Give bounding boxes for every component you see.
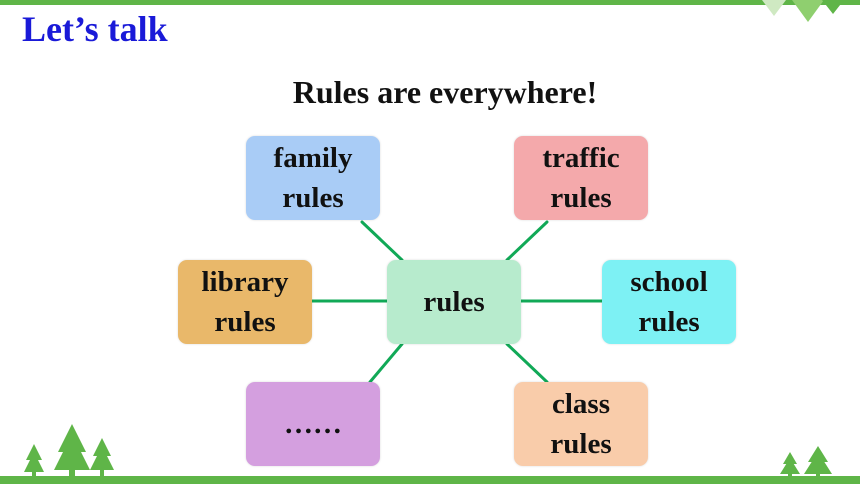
node-library-rules: library rules <box>178 260 312 344</box>
node-class-rules: class rules <box>514 382 648 466</box>
section-title: Let’s talk <box>22 9 168 49</box>
node-traffic-rules: traffic rules <box>514 136 648 220</box>
top-border <box>0 0 860 5</box>
node-family-line2: rules <box>282 182 344 214</box>
node-school-line2: rules <box>638 306 700 338</box>
node-center-label: rules <box>423 286 485 318</box>
node-library-line2: rules <box>214 306 276 338</box>
node-library-line1: library <box>201 266 289 298</box>
node-school-rules: school rules <box>602 260 736 344</box>
node-traffic-line2: rules <box>550 182 612 214</box>
node-class-line2: rules <box>550 428 612 460</box>
node-traffic-line1: traffic <box>542 142 620 174</box>
triangle-decoration <box>762 0 844 22</box>
connector-class <box>505 342 549 384</box>
trees-right-decoration <box>780 446 832 478</box>
node-class-line1: class <box>552 388 610 420</box>
node-family-line1: family <box>273 142 353 174</box>
connector-traffic <box>505 220 549 262</box>
connector-etc <box>368 342 404 384</box>
bottom-border <box>0 476 860 484</box>
node-family-rules: family rules <box>246 136 380 220</box>
node-etc: …… <box>246 382 380 466</box>
connector-family <box>360 220 404 262</box>
trees-left-decoration <box>24 424 114 478</box>
node-school-line1: school <box>630 266 708 298</box>
node-etc-label: …… <box>284 408 342 440</box>
node-center-rules: rules <box>387 260 521 344</box>
diagram-heading: Rules are everywhere! <box>292 74 598 110</box>
